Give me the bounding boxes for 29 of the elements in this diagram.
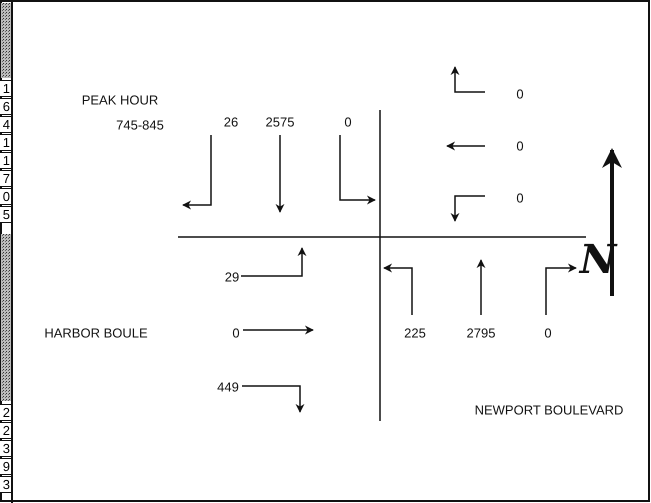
table-cell: 2 — [0, 422, 12, 439]
volume-count: 0 — [344, 116, 352, 128]
volume-count: 0 — [544, 326, 552, 340]
volume-count: 29 — [224, 270, 240, 284]
volume-count: 2795 — [466, 326, 496, 340]
table-cell: 4 — [0, 116, 12, 133]
volume-count: 0 — [516, 88, 524, 100]
volume-count: 449 — [217, 380, 239, 394]
table-cell: 1 — [0, 152, 12, 169]
table-cell: 2 — [0, 404, 12, 421]
table-cell: 1 — [0, 80, 12, 97]
table-cell: 6 — [0, 98, 12, 115]
time-label: PEAK HOUR — [82, 94, 158, 106]
volume-count: 26 — [224, 116, 238, 128]
table-cell: 3 — [0, 476, 12, 493]
volume-count: 2575 — [266, 116, 294, 128]
table-cell: 3 — [0, 440, 12, 457]
street-name: NEWPORT BOULEVARD — [474, 404, 624, 416]
table-cell: 1 — [0, 134, 12, 151]
volume-count: 225 — [404, 326, 426, 340]
street-name: HARBOR BOULE — [44, 326, 148, 340]
volume-count: 0 — [516, 140, 524, 152]
time-label: 745-845 — [116, 118, 164, 132]
table-cell: 7 — [0, 170, 12, 187]
table-cell: 9 — [0, 458, 12, 475]
table-cell: 5 — [0, 206, 12, 223]
table-cell: 0 — [0, 188, 12, 205]
volume-count: 0 — [232, 326, 240, 340]
volume-count: 0 — [516, 192, 524, 204]
